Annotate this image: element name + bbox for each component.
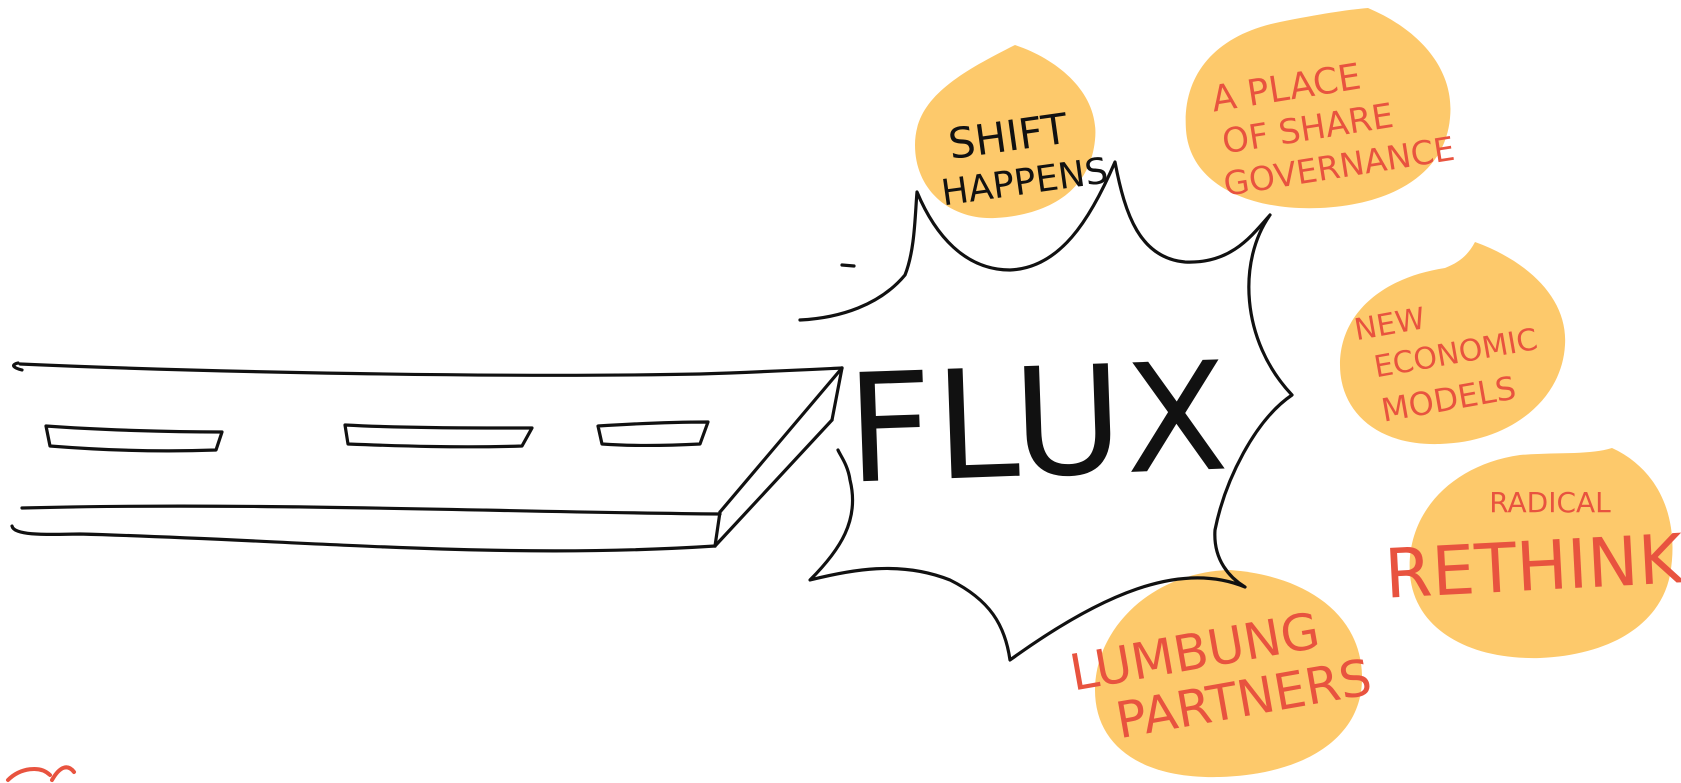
- note-rethink-line1: RADICAL: [1489, 486, 1611, 519]
- plank-sketch: [12, 363, 842, 551]
- starburst-dash: [842, 265, 854, 266]
- flux-label: FLUX: [844, 330, 1233, 517]
- partial-mark: [8, 767, 74, 780]
- note-rethink-line2: RETHINK: [1383, 520, 1681, 615]
